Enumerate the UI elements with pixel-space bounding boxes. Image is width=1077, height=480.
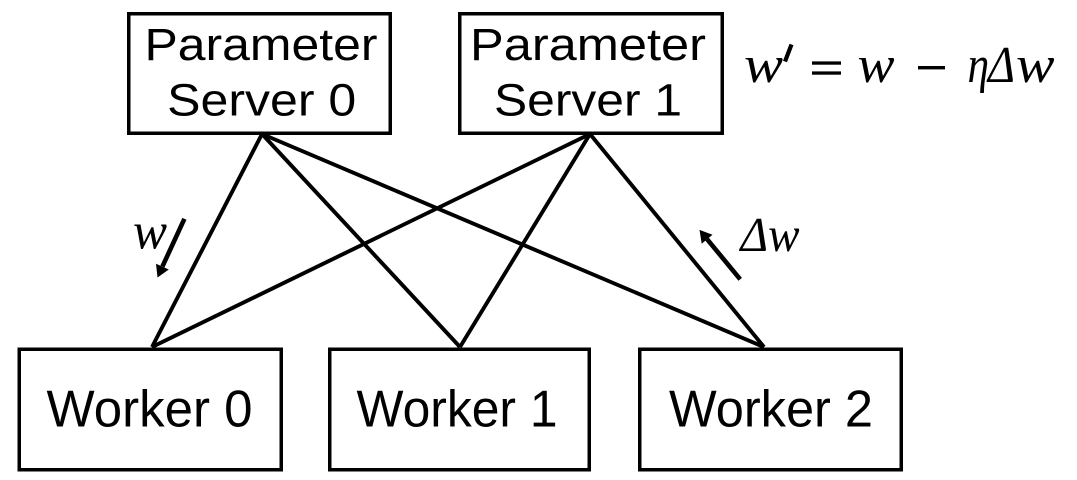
- svg-text:Server 1: Server 1: [494, 74, 682, 125]
- svg-text:w: w: [744, 37, 783, 94]
- svg-text:Worker 0: Worker 0: [47, 380, 253, 438]
- svg-text:Δw: Δw: [739, 207, 800, 262]
- svg-text:Server 0: Server 0: [167, 74, 356, 125]
- svg-text:Parameter: Parameter: [470, 19, 706, 70]
- svg-text:w: w: [858, 37, 895, 94]
- svg-text:Worker 1: Worker 1: [357, 380, 558, 438]
- svg-text:Worker 2: Worker 2: [669, 380, 873, 438]
- svg-text:w: w: [133, 204, 167, 261]
- svg-text:η: η: [968, 37, 990, 94]
- svg-text:Parameter: Parameter: [145, 19, 378, 70]
- svg-text:Δ: Δ: [986, 37, 1015, 94]
- svg-text:w: w: [1016, 37, 1055, 94]
